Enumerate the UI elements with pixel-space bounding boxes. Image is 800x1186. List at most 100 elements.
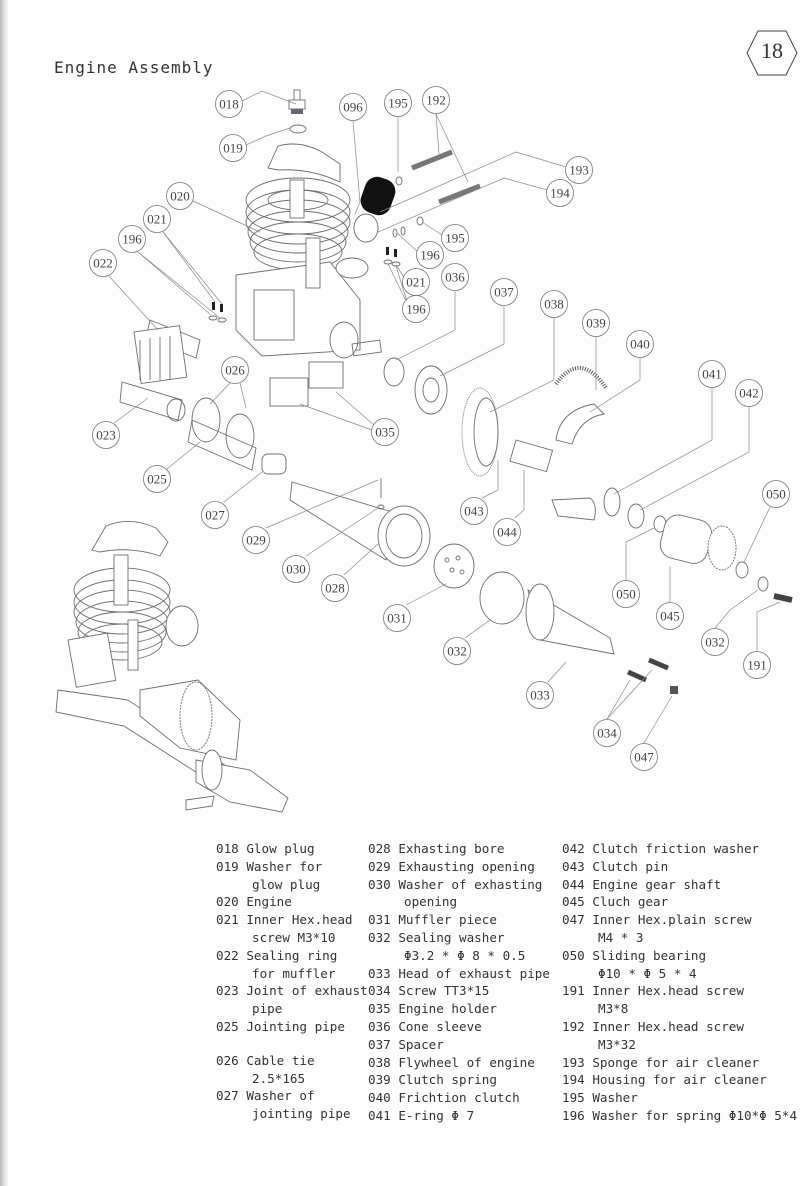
page-binding-edge [0,0,8,1186]
callout-circle [339,93,367,121]
callout-circle [565,156,593,184]
part-name-continuation: Φ3.2 * Φ 8 * 0.5 [404,947,526,963]
callout-circle [460,497,488,525]
sponge-air-cleaner-part [360,176,396,216]
callout-circle [490,278,518,306]
callout-number: 192 [426,93,446,108]
part-name: Washer for spring Φ10*Φ 5*4 [584,1107,798,1123]
callout-195: 195 [384,89,412,117]
callout-025: 025 [143,465,171,493]
part-entry-042: 042 Clutch friction washer [562,840,797,858]
callout-020: 020 [166,182,194,210]
callout-191: 191 [743,651,771,679]
part-name: Clutch friction washer [584,841,760,856]
callout-196: 196 [402,295,430,323]
callout-circle [422,86,450,114]
callout-027: 027 [201,501,229,529]
glow-plug-part [288,89,307,134]
part-code: 036 [368,1018,391,1034]
callout-number: 045 [660,609,680,624]
part-entry-193: 193 Sponge for air cleaner [562,1054,797,1072]
part-code: 196 [562,1107,585,1123]
spacer [216,1044,368,1052]
callout-circle [443,637,471,665]
callout-circle [546,179,574,207]
part-entry-038: 038 Flywheel of engine [368,1054,550,1072]
callout-circle [540,290,568,318]
callout-circle [384,89,412,117]
callout-035: 035 [371,418,399,446]
part-entry-031: 031 Muffler piece [368,911,550,929]
callout-circle [493,518,521,546]
part-name: Clutch pin [584,858,669,874]
part-entry-033: 033 Head of exhaust pipe [368,965,550,983]
part-name: Housing for air cleaner [584,1072,767,1088]
part-name: Cone sleeve [390,1018,482,1034]
part-name: Inner Hex.plain screw [584,912,752,928]
callout-circle [321,574,349,602]
part-name: Muffler piece [390,912,497,928]
part-entry-050: 050 Sliding bearing [562,947,797,965]
callout-number: 043 [464,504,484,519]
callout-number: 021 [147,212,167,227]
part-name-continuation: M3*8 [598,1001,629,1017]
part-name: Sponge for air cleaner [584,1054,760,1070]
part-code: 027 [216,1088,239,1104]
callout-050: 050 [612,580,640,608]
callout-045: 045 [656,602,684,630]
callout-circle [526,681,554,709]
part-entry-035: 035 Engine holder [368,1000,550,1018]
part-code: 026 [216,1052,239,1068]
part-code: 041 [368,1107,391,1123]
callout-number: 047 [634,750,654,765]
part-code: 033 [368,965,391,981]
part-code: 029 [368,858,391,874]
callout-circle [371,418,399,446]
part-name-continuation: screw M3*10 [252,929,336,945]
part-name-continuation: Φ10 * Φ 5 * 4 [598,965,697,981]
part-name: Frichtion clutch [390,1090,520,1106]
callout-019: 019 [219,134,247,162]
callout-018: 018 [215,90,243,118]
part-name: Engine gear shaft [584,876,722,892]
callout-040: 040 [626,330,654,358]
part-name: Sealing washer [390,929,505,945]
callout-leader-lines [108,90,781,744]
callout-circle [582,309,610,337]
callout-number: 196 [406,302,426,317]
part-entry-026: 026 Cable tie [216,1052,368,1070]
part-name: Flywheel of engine [390,1054,535,1070]
callout-circle [118,225,146,253]
callout-circle [219,134,247,162]
part-code: 031 [368,912,391,928]
part-entry-020: 020 Engine [216,893,368,911]
callout-circle [701,628,729,656]
part-name: Clutch spring [390,1072,497,1088]
callout-number: 191 [747,658,767,673]
callout-number: 041 [702,367,722,382]
part-entry-028: 028 Exhasting bore [368,840,550,858]
part-name: Washer of exhasting [390,876,543,892]
callout-circle [221,356,249,384]
part-name-continuation: for muffler [252,965,336,981]
part-entry-022: 022 Sealing ring [216,947,368,965]
callout-circle [626,330,654,358]
callout-circle [242,526,270,554]
callout-number: 022 [93,256,113,271]
part-code: 035 [368,1001,391,1017]
engine-drawing [119,89,793,694]
callout-number: 025 [147,472,167,487]
part-name: Engine holder [390,1001,497,1017]
callout-circle [612,580,640,608]
callout-circle [201,501,229,529]
callout-number: 032 [705,635,725,650]
part-entry-025: 025 Jointing pipe [216,1018,368,1036]
callout-026: 026 [221,356,249,384]
part-code: 045 [562,894,585,910]
part-name: Inner Hex.head screw [584,983,744,999]
part-name: Exhausting opening [390,858,535,874]
part-name-continuation: glow plug [252,876,321,892]
part-code: 195 [562,1090,585,1106]
part-entry-047: 047 Inner Hex.plain screw [562,911,797,929]
